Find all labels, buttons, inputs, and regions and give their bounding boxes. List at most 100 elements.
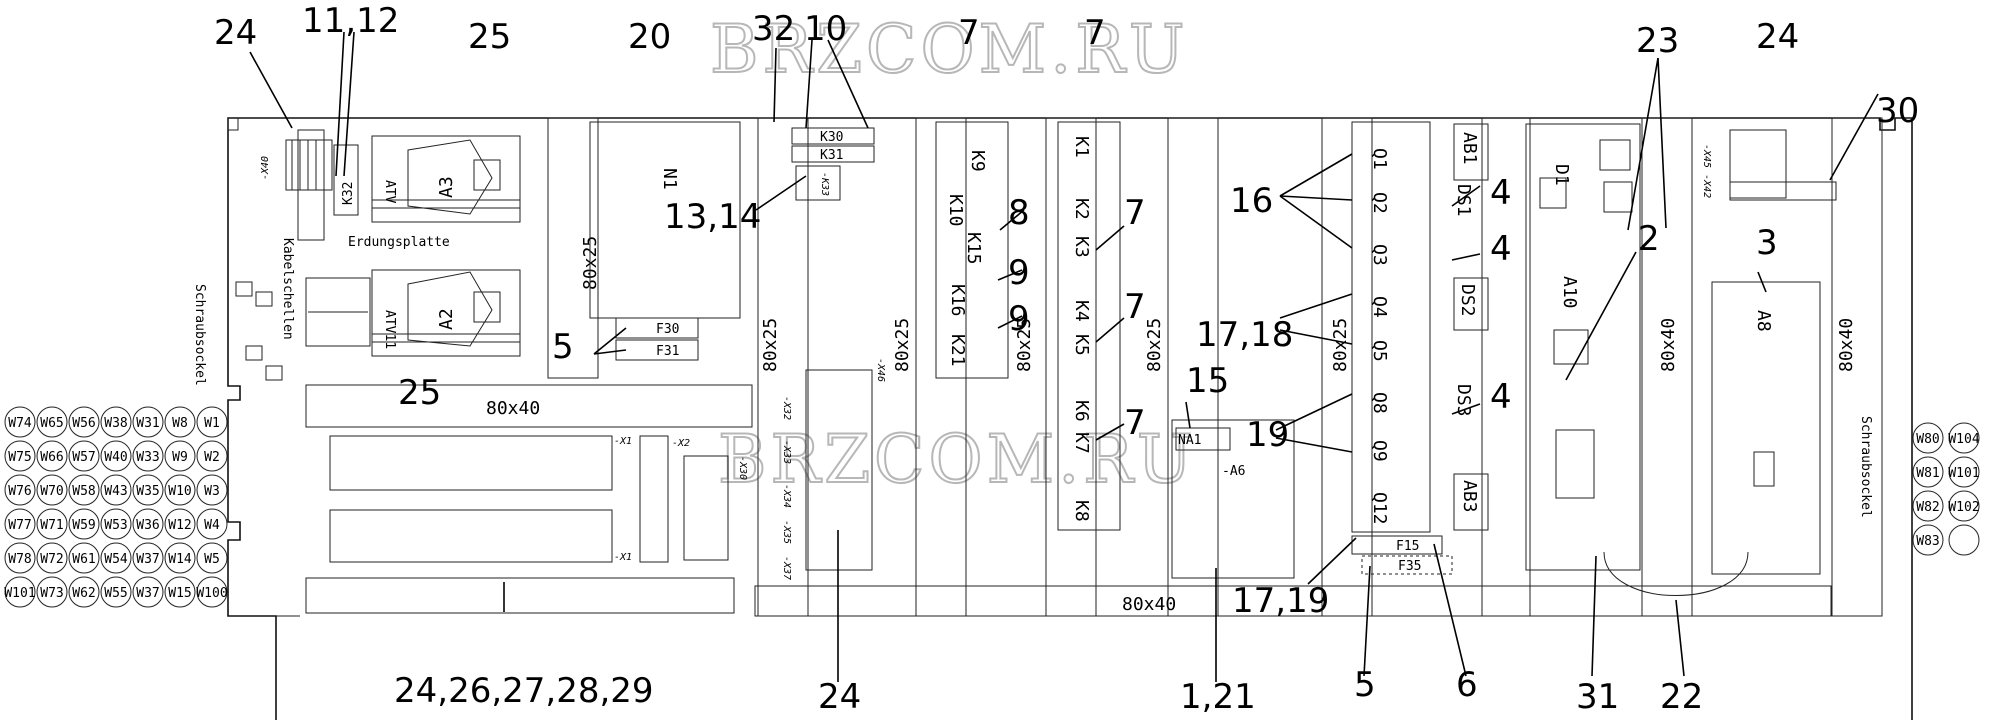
label-x46: -X46 xyxy=(875,358,886,382)
terminal-x30 xyxy=(683,455,729,561)
callout-6: 6 xyxy=(1456,665,1478,705)
duct-label-5: 80x25 xyxy=(1014,318,1035,372)
relay-group-k9-k21 xyxy=(935,121,1009,379)
schraubsockel-right-label: Schraubsockel xyxy=(1858,416,1873,518)
wire-marker-circle xyxy=(196,576,228,608)
wire-marker-circle xyxy=(132,474,164,506)
duct-label-3: 80x25 xyxy=(760,318,781,372)
wire-marker-circle xyxy=(1912,490,1944,522)
callout-4-c: 4 xyxy=(1490,377,1512,417)
wire-marker-circle xyxy=(196,508,228,540)
label-x37: -X37 xyxy=(781,556,792,580)
wire-marker-circle xyxy=(164,542,196,574)
callout-pointers xyxy=(249,31,1879,682)
label-q1: Q1 xyxy=(1369,148,1390,170)
terminal-row-x1-top xyxy=(329,435,613,491)
callout-22: 22 xyxy=(1660,677,1703,717)
duct-label-7: 80x25 xyxy=(1330,318,1351,372)
wire-marker-circle xyxy=(164,406,196,438)
callout-3: 3 xyxy=(1756,223,1778,263)
label-k30: K30 xyxy=(820,130,843,145)
callout-10: 10 xyxy=(804,9,847,49)
fuse-f30 xyxy=(615,317,699,339)
callout-11-12: 11,12 xyxy=(302,1,399,41)
label-ds2: DS2 xyxy=(1457,284,1478,317)
label-x40: -X40 xyxy=(260,156,271,180)
label-k21: K21 xyxy=(947,334,968,367)
duct-h-2 xyxy=(305,577,735,614)
label-n1: N1 xyxy=(659,168,680,190)
wire-marker-circle xyxy=(1912,422,1944,454)
wire-marker-circle xyxy=(68,576,100,608)
duct-v-3 xyxy=(915,117,967,617)
callout-13-14: 13,14 xyxy=(664,197,761,237)
wire-marker-label: W72 xyxy=(40,552,63,567)
label-k15: K15 xyxy=(963,232,984,265)
label-k1: K1 xyxy=(1071,136,1092,158)
chip-1 xyxy=(1539,177,1567,209)
label-x33: -X33 xyxy=(781,440,792,464)
wire-marker-circle xyxy=(4,542,36,574)
callout-19: 19 xyxy=(1246,415,1289,455)
controller-a8 xyxy=(1711,281,1821,575)
kabelschellen-label: Kabelschellen xyxy=(280,238,295,340)
label-q8: Q8 xyxy=(1369,392,1390,414)
callout-17-18: 17,18 xyxy=(1196,315,1293,355)
wire-marker-label: W83 xyxy=(1916,534,1939,549)
callout-24-top-left: 24 xyxy=(214,13,257,53)
wire-marker-circle xyxy=(196,474,228,506)
wire-marker-circle xyxy=(68,474,100,506)
label-ds3: DS3 xyxy=(1453,384,1474,417)
wire-marker-circle xyxy=(36,474,68,506)
label-x45: -X45 -X42 xyxy=(1701,144,1712,198)
wire-marker-circle xyxy=(132,406,164,438)
wire-marker-label: W8 xyxy=(172,416,188,431)
duct-label-10: 80x40 xyxy=(1122,594,1176,615)
wire-marker-label: W43 xyxy=(104,484,127,499)
terminal-rail-x42 xyxy=(1729,181,1837,201)
callout-24-top-right: 24 xyxy=(1756,17,1799,57)
label-k4: K4 xyxy=(1071,300,1092,322)
label-atv-a3: ATV xyxy=(382,180,397,204)
wire-marker-label: W100 xyxy=(196,586,227,601)
wire-marker-circle xyxy=(4,406,36,438)
wire-marker-circle xyxy=(4,440,36,472)
wire-marker-circle xyxy=(100,440,132,472)
callout-4-b: 4 xyxy=(1490,229,1512,269)
label-k8: K8 xyxy=(1071,500,1092,522)
label-k10: K10 xyxy=(945,194,966,227)
label-q3: Q3 xyxy=(1369,244,1390,266)
wire-marker-label: W78 xyxy=(8,552,31,567)
wire-marker-circle xyxy=(196,440,228,472)
label-f35: F35 xyxy=(1398,559,1421,574)
mounting-plate xyxy=(227,117,1913,720)
callout-31: 31 xyxy=(1576,677,1619,717)
label-q2: Q2 xyxy=(1369,192,1390,214)
label-ab1: AB1 xyxy=(1459,132,1480,165)
terminal-block-x45 xyxy=(1729,129,1787,199)
callout-9-a: 9 xyxy=(1008,253,1030,293)
wire-marker-label: W38 xyxy=(104,416,127,431)
relay-k31 xyxy=(791,145,875,163)
wire-marker-circle xyxy=(1912,524,1944,556)
fuse-f31 xyxy=(615,339,699,361)
wire-marker-circle xyxy=(164,508,196,540)
callout-8: 8 xyxy=(1008,193,1030,233)
terminal-row-x1-bottom xyxy=(329,509,613,563)
wire-marker-circle xyxy=(132,508,164,540)
wire-marker-label: W101 xyxy=(4,586,35,601)
wire-marker-label: W10 xyxy=(168,484,191,499)
wire-marker-label: W1 xyxy=(204,416,220,431)
chip-4 xyxy=(1553,329,1589,365)
label-k5: K5 xyxy=(1071,334,1092,356)
wire-marker-circle xyxy=(36,406,68,438)
wire-marker-circle xyxy=(1912,456,1944,488)
wire-marker-label: W76 xyxy=(8,484,31,499)
wire-marker-label: W104 xyxy=(1948,432,1979,447)
label-k16: K16 xyxy=(947,284,968,317)
wire-marker-circle xyxy=(196,542,228,574)
duct-label-2: 80x40 xyxy=(486,398,540,419)
